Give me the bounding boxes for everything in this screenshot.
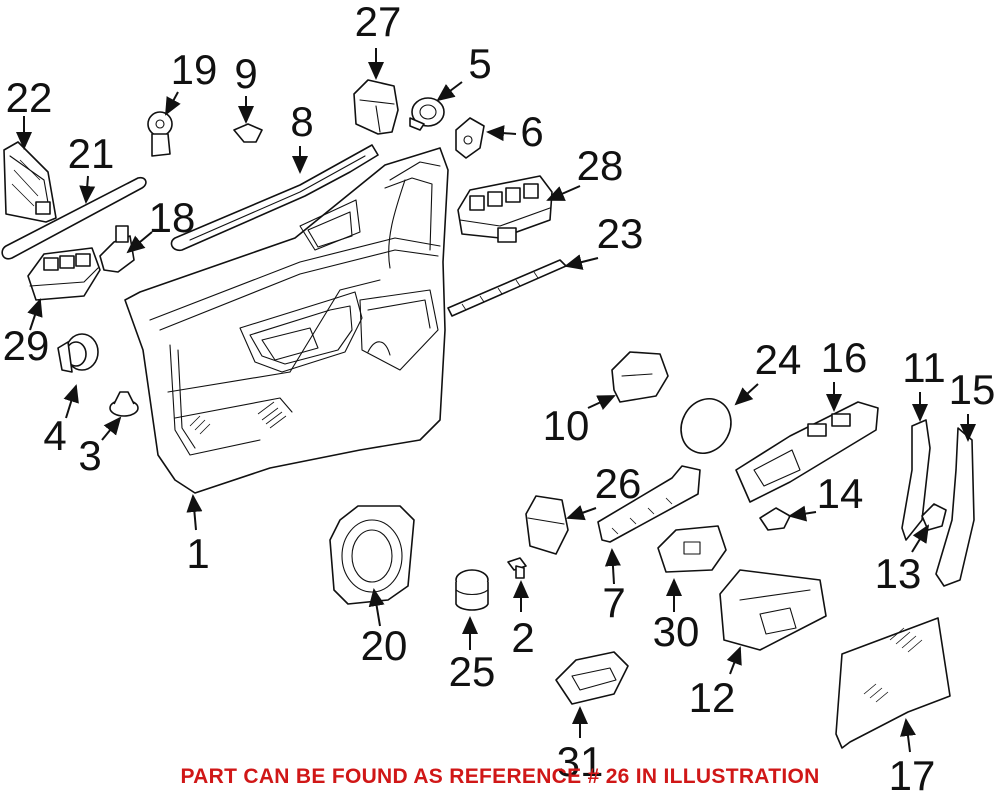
callout-19: 19: [171, 46, 218, 93]
callout-23: 23: [597, 210, 644, 257]
leader-arrow-19: [165, 91, 181, 116]
leader-arrow-13: [911, 524, 930, 553]
adjustment-knob: [455, 569, 489, 611]
pull-handle: [597, 465, 701, 543]
leader-arrow-10: [587, 395, 616, 410]
callout-6: 6: [520, 108, 543, 155]
callout-13: 13: [875, 550, 922, 597]
leader-arrow-20: [368, 588, 385, 627]
storage-compartment: [719, 569, 827, 651]
speaker-trim-ring: [329, 505, 415, 605]
callout-15: 15: [949, 366, 996, 413]
callout-11: 11: [902, 344, 946, 391]
callout-26: 26: [595, 460, 642, 507]
callout-2: 2: [511, 614, 534, 661]
door-trim-panel: [124, 147, 449, 494]
trim-clip: [233, 123, 263, 143]
leader-arrow-1: [186, 494, 203, 531]
window-switch: [525, 495, 569, 555]
switch-housing: [611, 351, 669, 403]
leader-arrow-14: [788, 505, 817, 522]
map-pocket: [835, 617, 951, 749]
leader-arrows: [16, 48, 976, 753]
handle-bracket: [657, 525, 727, 573]
bolt: [507, 557, 527, 579]
mirror-trim-cover: [3, 141, 57, 223]
callout-29: 29: [3, 322, 50, 369]
leader-arrow-23: [564, 254, 599, 270]
armrest-panel: [735, 401, 879, 503]
leader-arrow-17: [900, 718, 916, 753]
upper-trim-strip: [170, 144, 379, 252]
switch-bezel: [455, 117, 485, 159]
leader-arrow-6: [486, 125, 517, 142]
trim-retainer: [921, 503, 947, 531]
leader-arrow-12: [726, 646, 742, 675]
callout-9: 9: [234, 50, 257, 97]
callout-17: 17: [889, 752, 936, 795]
cover-cap: [680, 398, 732, 454]
lock-switch: [353, 79, 399, 135]
callout-14: 14: [817, 470, 864, 517]
leader-arrow-28: [546, 185, 581, 201]
callout-1: 1: [186, 530, 209, 577]
callout-16: 16: [821, 334, 868, 381]
mirror-switch: [27, 247, 101, 301]
push-pin-clip: [147, 111, 173, 157]
callout-24: 24: [755, 336, 802, 383]
callout-28: 28: [577, 142, 624, 189]
callout-4: 4: [43, 412, 66, 459]
master-window-switch: [457, 175, 553, 243]
pillar-trim: [935, 427, 975, 587]
weatherstrip: [1, 176, 147, 260]
callout-31: 31: [557, 738, 604, 785]
callout-10: 10: [543, 402, 590, 449]
footer-note: PART CAN BE FOUND AS REFERENCE # 26 IN I…: [180, 765, 819, 788]
leader-arrow-5: [436, 81, 463, 102]
push-clip: [109, 391, 139, 417]
callout-8: 8: [290, 98, 313, 145]
leader-arrow-4: [63, 384, 79, 419]
trim-rod: [447, 259, 567, 317]
leader-arrow-29: [27, 298, 43, 331]
callout-25: 25: [449, 648, 496, 695]
leader-arrow-18: [126, 231, 153, 254]
retaining-clip: [99, 225, 135, 273]
leader-arrow-26: [566, 505, 597, 521]
leader-arrow-7: [604, 548, 621, 585]
leader-arrow-21: [79, 175, 96, 204]
callout-21: 21: [68, 130, 115, 177]
callout-30: 30: [653, 608, 700, 655]
callout-12: 12: [689, 674, 736, 721]
callout-27: 27: [355, 0, 402, 45]
callout-20: 20: [361, 622, 408, 669]
control-knob: [409, 97, 445, 131]
leader-arrow-3: [101, 416, 122, 441]
handle-cup: [555, 651, 629, 705]
callout-5: 5: [468, 40, 491, 87]
door-switch: [759, 507, 791, 531]
grommet: [57, 333, 99, 373]
callout-3: 3: [78, 432, 101, 479]
callout-labels: 1234567891011121314151617181920212223242…: [3, 0, 996, 799]
callout-22: 22: [6, 74, 53, 121]
callout-18: 18: [149, 194, 196, 241]
callout-7: 7: [602, 579, 625, 626]
leader-arrow-24: [734, 383, 759, 406]
